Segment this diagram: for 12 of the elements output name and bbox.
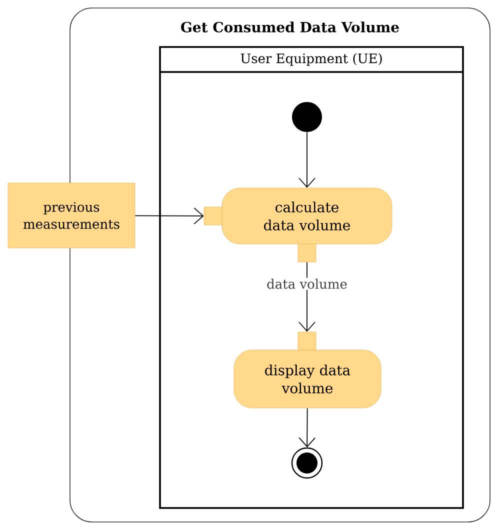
arrow: [298, 408, 316, 448]
final-node: [291, 447, 323, 479]
pin: [298, 332, 316, 350]
edge-label: data volume: [266, 278, 348, 290]
pin: [298, 244, 316, 262]
pin: [204, 206, 222, 226]
action-box: display data volume: [234, 350, 382, 408]
arrow: [298, 132, 316, 188]
action-box: calculate data volume: [222, 188, 392, 244]
arrow: [134, 207, 204, 224]
initial-node: [292, 102, 322, 132]
object-node: previous measurements: [8, 182, 136, 248]
